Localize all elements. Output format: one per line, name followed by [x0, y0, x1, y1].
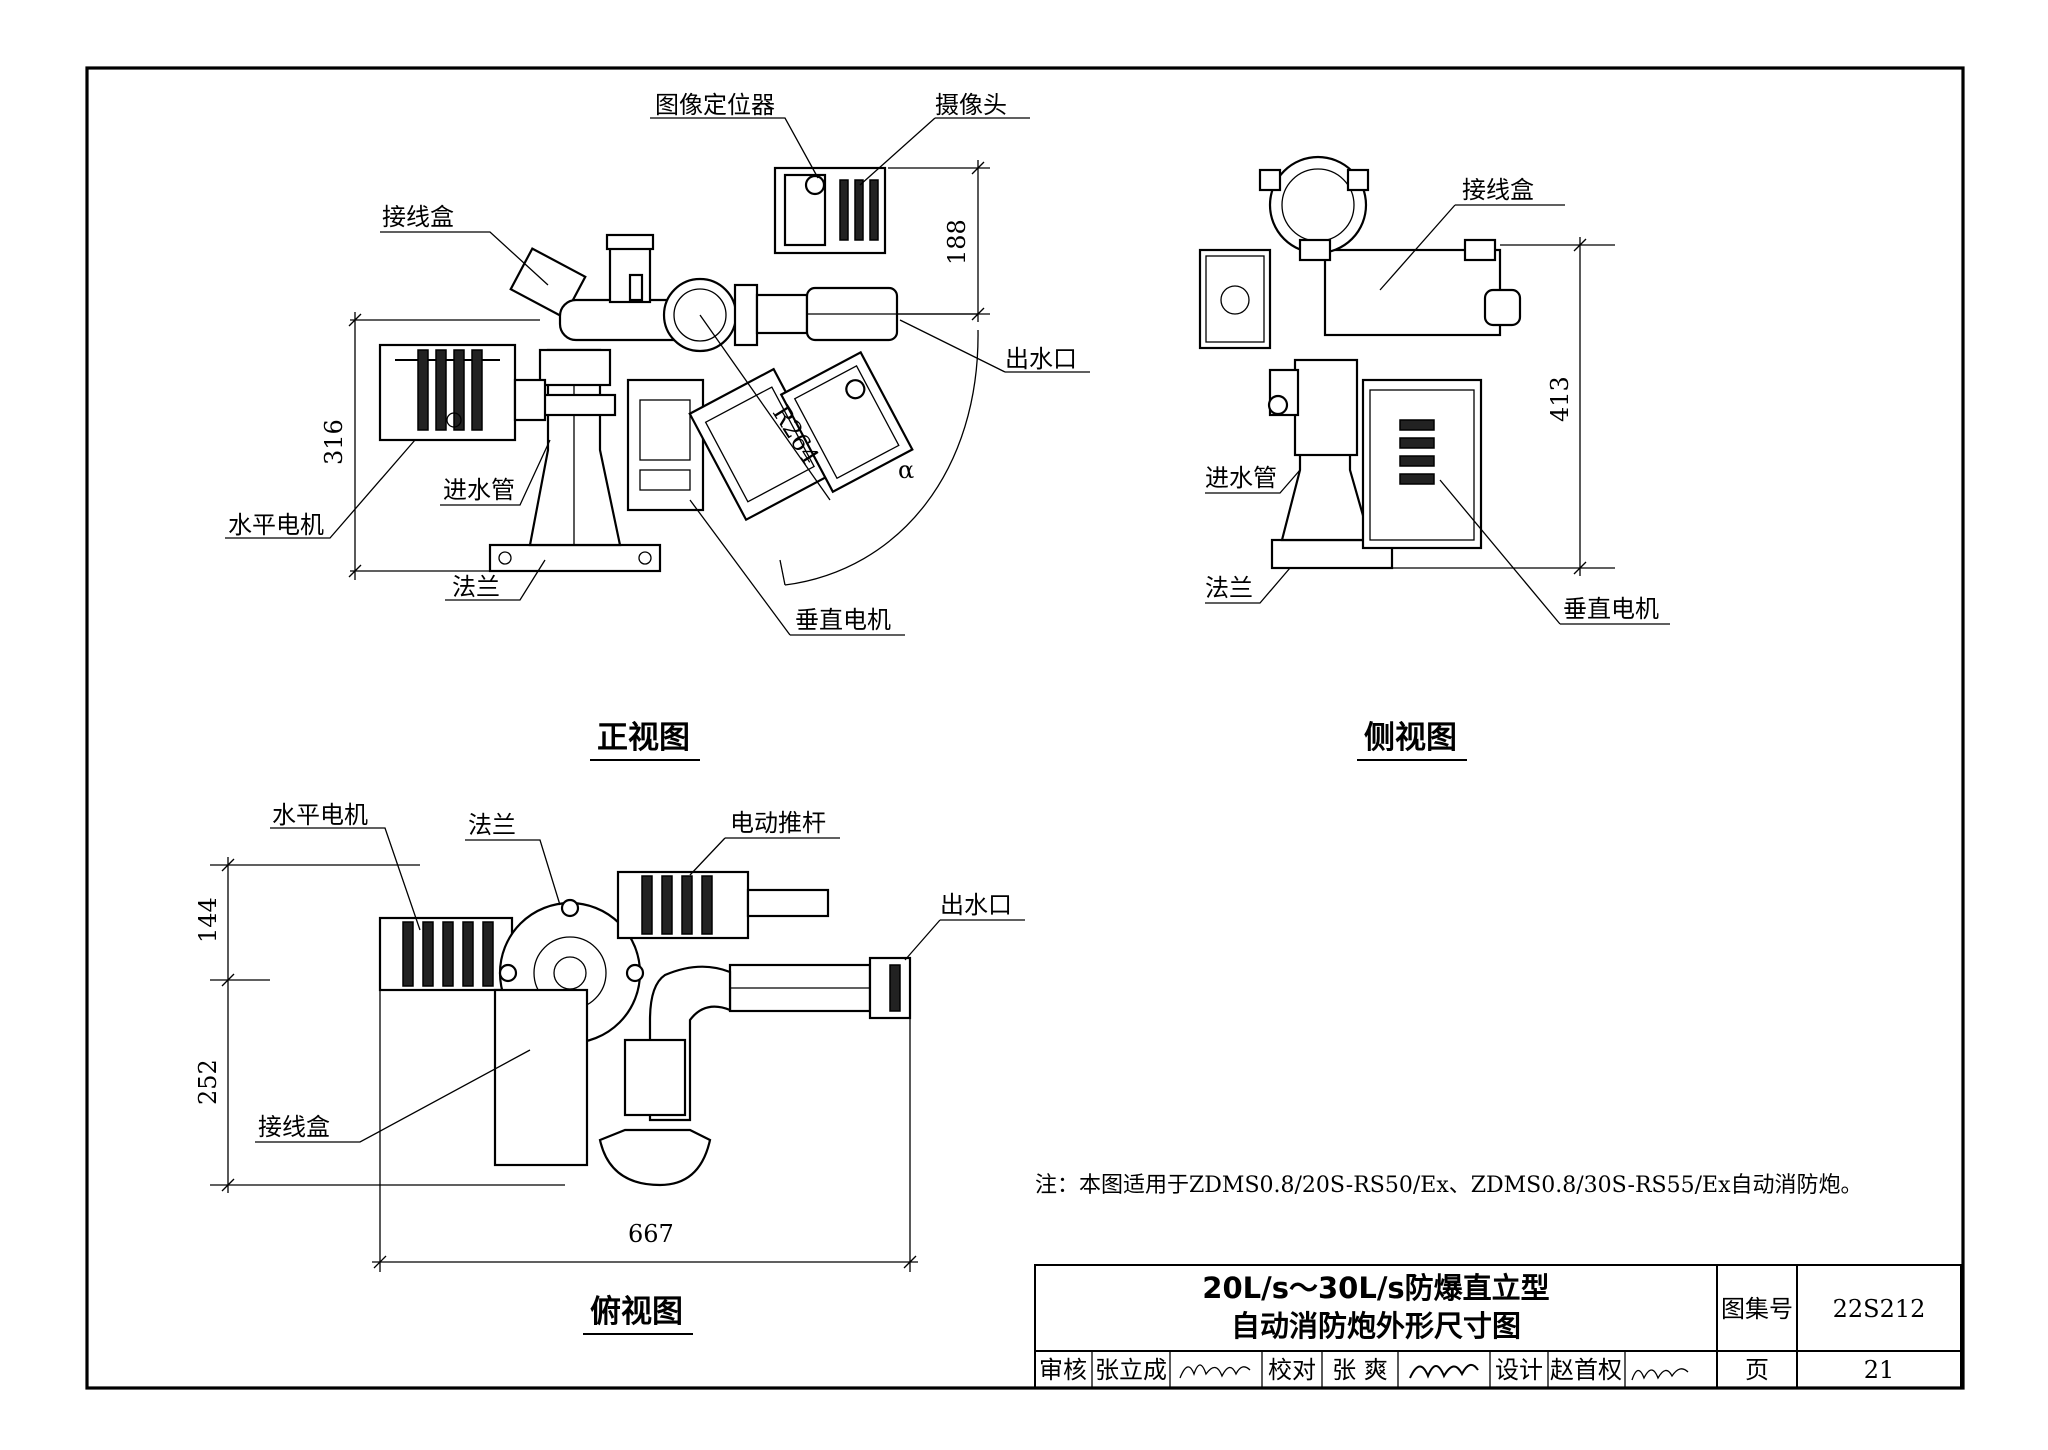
title-line-2: 自动消防炮外形尺寸图	[1231, 1309, 1521, 1343]
atlas-number: 22S212	[1833, 1295, 1926, 1323]
design-name: 赵首权	[1550, 1356, 1622, 1384]
label-junction-box-front: 接线盒	[382, 203, 454, 231]
review-name: 张立成	[1095, 1356, 1167, 1384]
label-image-locator: 图像定位器	[655, 91, 775, 119]
design-label: 设计	[1495, 1356, 1543, 1384]
label-horizontal-motor-front: 水平电机	[228, 511, 324, 539]
signature-design	[1631, 1368, 1689, 1381]
side-view	[1198, 155, 1670, 625]
label-outlet-front: 出水口	[1005, 345, 1077, 373]
dim-252: 252	[194, 1059, 222, 1105]
label-electric-pushrod: 电动推杆	[730, 809, 826, 837]
signature-review	[1179, 1364, 1251, 1379]
dim-413: 413	[1546, 376, 1574, 422]
label-vertical-motor-side: 垂直电机	[1563, 595, 1659, 623]
label-junction-box-top: 接线盒	[258, 1113, 330, 1141]
label-flange-side: 法兰	[1205, 574, 1253, 602]
label-horizontal-motor-top: 水平电机	[272, 801, 368, 829]
signature-check	[1409, 1363, 1479, 1379]
dim-667: 667	[628, 1220, 674, 1248]
page-number: 21	[1864, 1356, 1895, 1384]
title-top-view: 俯视图	[590, 1294, 683, 1330]
title-block	[1034, 1264, 1962, 1389]
label-flange-top: 法兰	[468, 811, 516, 839]
check-label: 校对	[1268, 1356, 1316, 1384]
top-view	[210, 827, 1025, 1272]
label-outlet-top: 出水口	[940, 891, 1012, 919]
label-inlet-pipe-front: 进水管	[443, 476, 515, 504]
title-line-1: 20L/s～30L/s防爆直立型	[1202, 1271, 1549, 1305]
label-flange-front: 法兰	[452, 573, 500, 601]
title-front-view: 正视图	[597, 720, 690, 756]
note-text: 注：本图适用于ZDMS0.8/20S-RS50/Ex、ZDMS0.8/30S-R…	[1035, 1173, 1862, 1198]
page-label: 页	[1745, 1356, 1769, 1384]
dim-144: 144	[194, 897, 222, 943]
front-view	[225, 117, 1090, 636]
title-side-view: 侧视图	[1364, 720, 1457, 756]
sheet-border	[85, 66, 1965, 1390]
review-label: 审核	[1039, 1356, 1087, 1384]
atlas-label: 图集号	[1721, 1295, 1793, 1323]
label-inlet-pipe-side: 进水管	[1205, 464, 1277, 492]
check-name: 张 爽	[1332, 1356, 1388, 1384]
label-camera: 摄像头	[935, 91, 1007, 119]
dim-316: 316	[320, 419, 348, 465]
dim-alpha: α	[898, 456, 914, 484]
label-junction-box-side: 接线盒	[1462, 176, 1534, 204]
dim-188: 188	[943, 219, 971, 265]
label-vertical-motor-front: 垂直电机	[795, 606, 891, 634]
